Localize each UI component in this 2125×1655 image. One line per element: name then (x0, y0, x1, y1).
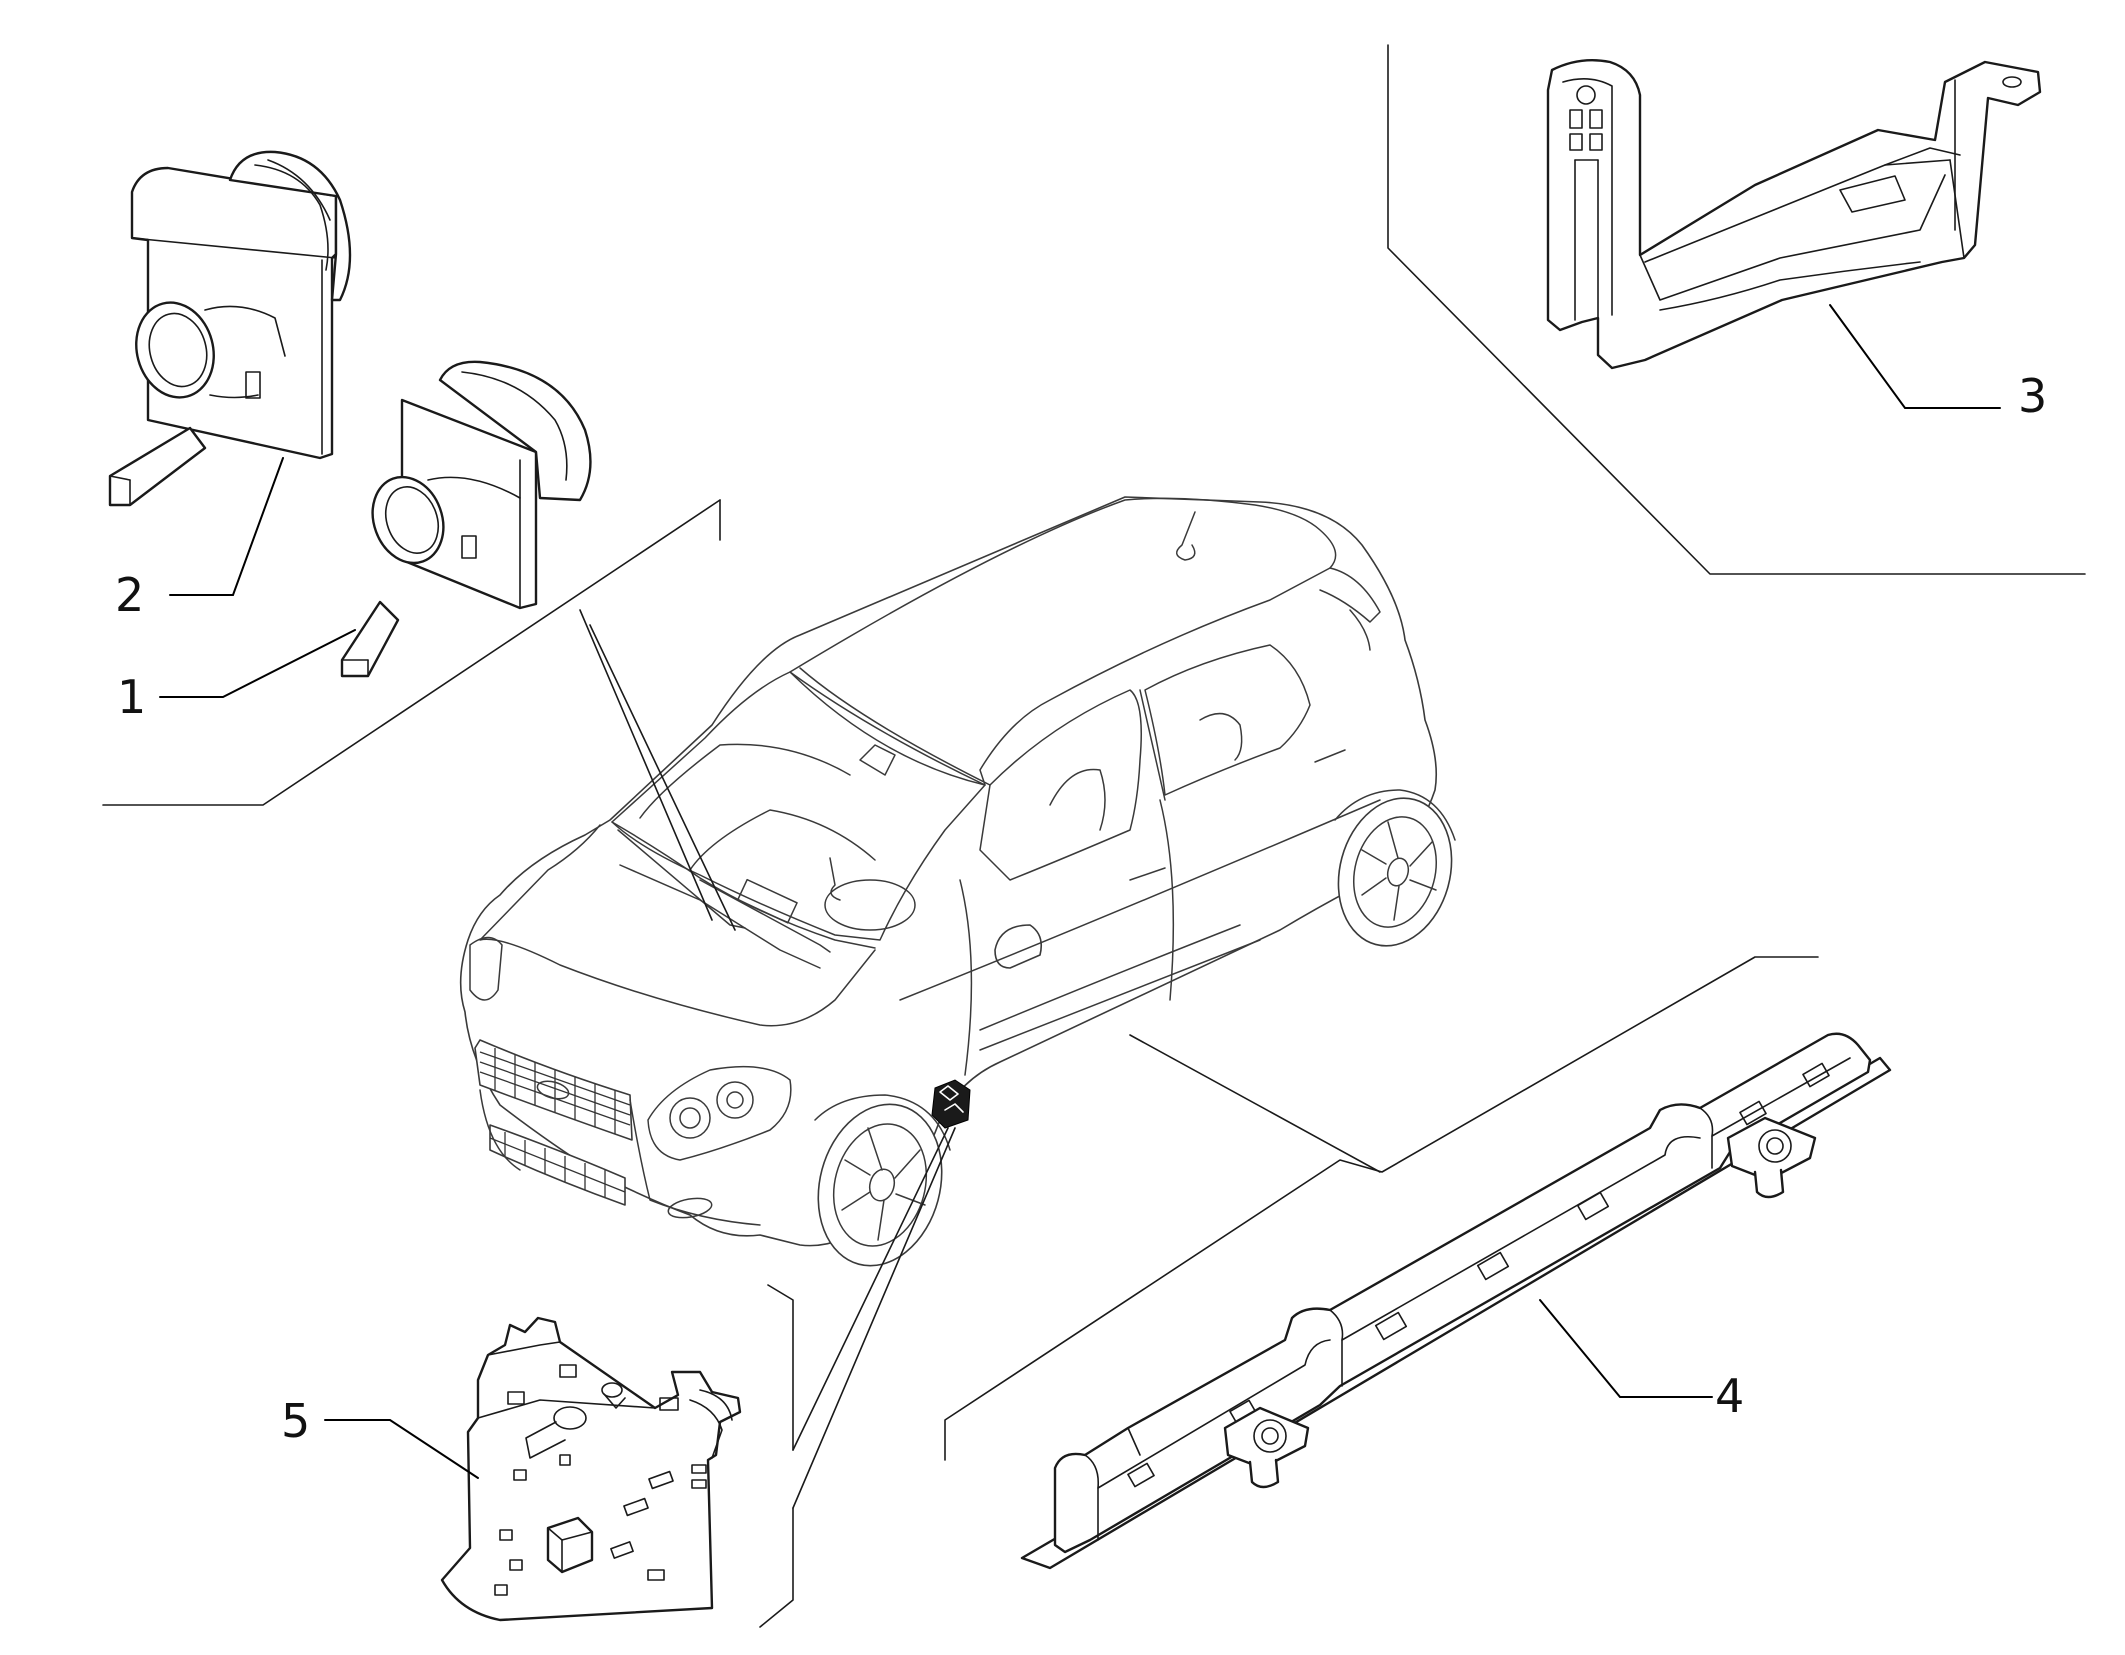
holder-5 (440, 1316, 742, 1622)
car-illustration (459, 496, 1456, 1267)
callout-label-2: 2 (115, 568, 144, 622)
callout-label-3: 3 (2018, 369, 2047, 423)
sensor-holder-1 (340, 360, 592, 678)
callout-label-1: 1 (117, 670, 146, 724)
callout-label-5: 5 (281, 1394, 310, 1448)
callout-label-4: 4 (1715, 1369, 1744, 1423)
leader-lines (159, 304, 2001, 1509)
sensor-holder-2 (108, 150, 352, 507)
bracket-3 (1546, 59, 2042, 370)
side-rail-4 (1020, 1032, 1892, 1570)
callout-labels: 2 1 3 4 5 (115, 369, 2047, 1448)
group-frame-lines (102, 44, 2086, 1628)
